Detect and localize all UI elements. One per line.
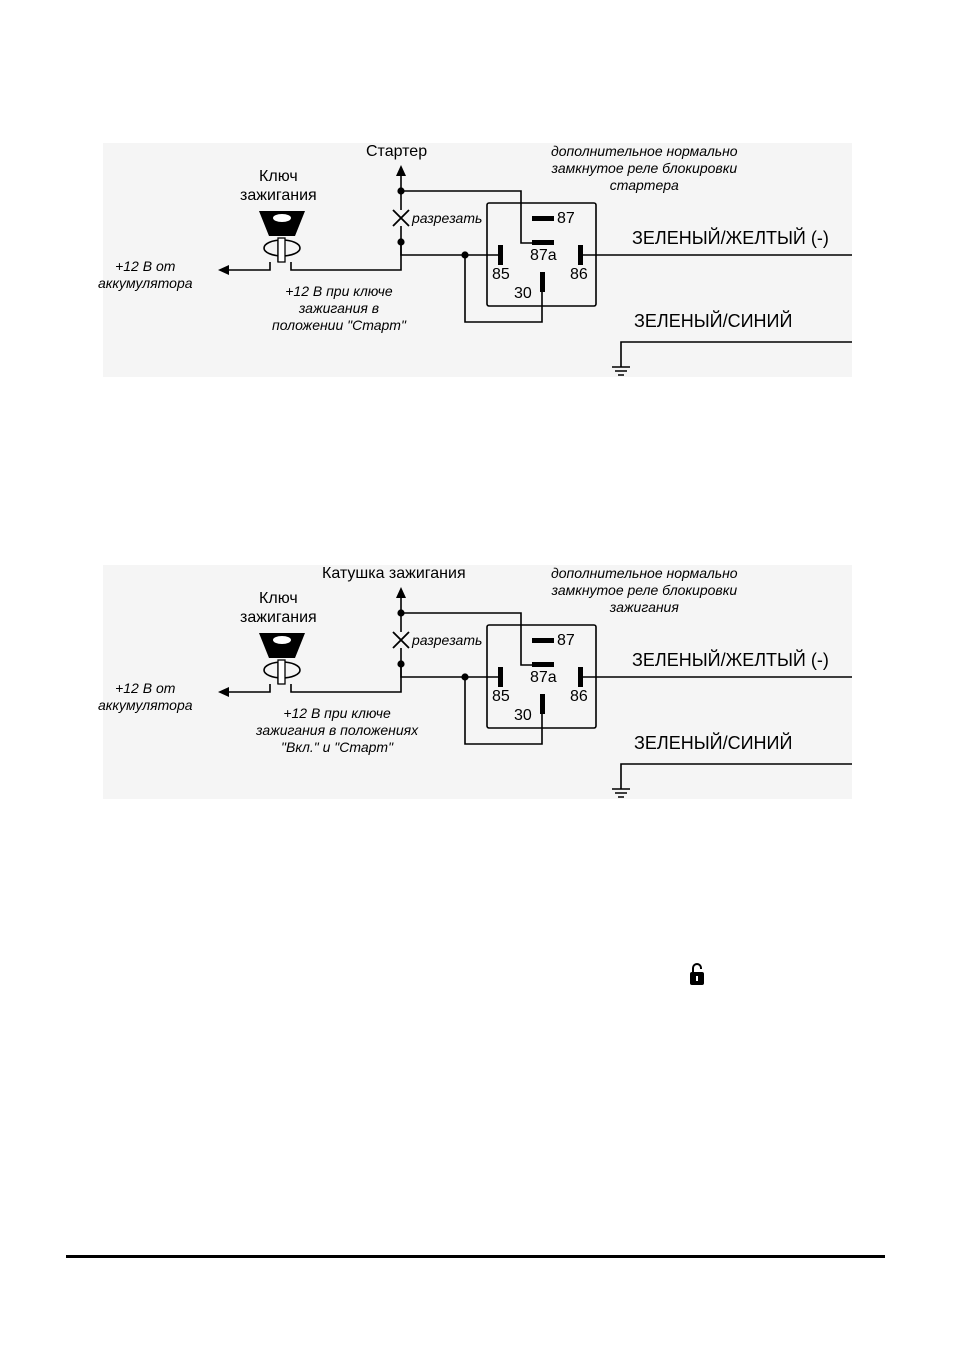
contact-87 xyxy=(532,216,554,221)
battery-label: +12 В от аккумулятора xyxy=(98,680,193,713)
contact-87a xyxy=(532,662,554,667)
key-position-note: +12 В при ключе зажигания в положении "С… xyxy=(272,283,406,333)
battery-arrow xyxy=(218,265,229,275)
green-blue-wire xyxy=(620,341,852,367)
pin-85-label: 85 xyxy=(492,688,510,705)
contact-30 xyxy=(540,272,545,292)
green-blue-wire-label: ЗЕЛЕНЫЙ/СИНИЙ xyxy=(634,733,793,753)
pin-86-label: 86 xyxy=(570,688,588,705)
pin-86-label: 86 xyxy=(570,266,588,283)
target-label: Катушка зажигания xyxy=(322,565,466,582)
pin-85-label: 85 xyxy=(492,266,510,283)
battery-arrow xyxy=(218,687,229,697)
pin-87-label: 87 xyxy=(557,632,575,649)
junction-dot xyxy=(461,673,469,681)
contact-87 xyxy=(532,638,554,643)
pin-87-label: 87 xyxy=(557,210,575,227)
key-ring xyxy=(273,636,291,644)
ignition-key-icon xyxy=(259,211,305,236)
cut-cross xyxy=(392,209,410,227)
contact-86 xyxy=(578,245,583,265)
diagram-background xyxy=(103,143,852,377)
battery-wire xyxy=(228,262,271,271)
green-blue-wire-label: ЗЕЛЕНЫЙ/СИНИЙ xyxy=(634,311,793,331)
ground-symbol xyxy=(612,366,630,376)
relay-note: дополнительное нормально замкнутое реле … xyxy=(551,565,738,615)
contact-85 xyxy=(498,245,503,265)
junction-dot xyxy=(397,187,405,195)
cut-label: разрезать xyxy=(412,210,483,226)
contact-87a xyxy=(532,240,554,245)
key-stem-fill xyxy=(277,237,286,263)
diagram-background xyxy=(103,565,852,799)
target-arrow xyxy=(396,165,406,176)
padlock-icon xyxy=(690,963,704,985)
green-yellow-wire-label: ЗЕЛЕНЫЙ/ЖЕЛТЫЙ (-) xyxy=(632,228,829,248)
relay-87a-wire xyxy=(401,190,534,244)
footer-rule xyxy=(66,1255,885,1258)
key-position-note: +12 В при ключе зажигания в положениях "… xyxy=(256,705,419,755)
key-ring xyxy=(273,214,291,222)
key-stem-fill xyxy=(277,659,286,685)
pin-87a-label: 87a xyxy=(530,247,557,264)
junction-dot xyxy=(397,238,405,246)
ground-symbol xyxy=(612,788,630,798)
key-label: Ключ зажигания xyxy=(240,168,317,204)
relay-85-wire xyxy=(400,664,500,678)
ignition-wire xyxy=(290,242,402,271)
contact-30 xyxy=(540,694,545,714)
green-yellow-wire-label: ЗЕЛЕНЫЙ/ЖЕЛТЫЙ (-) xyxy=(632,650,829,670)
wiring-schematic xyxy=(218,165,852,376)
target-arrow xyxy=(396,587,406,598)
contact-86 xyxy=(578,667,583,687)
ignition-wire xyxy=(290,664,402,693)
battery-label: +12 В от аккумулятора xyxy=(98,258,193,291)
ignition-blocking-diagram: Катушка зажигания Ключ зажигания дополни… xyxy=(0,422,954,842)
junction-dot xyxy=(397,609,405,617)
relay-note: дополнительное нормально замкнутое реле … xyxy=(551,143,738,193)
battery-wire xyxy=(228,684,271,693)
junction-dot xyxy=(461,251,469,259)
target-label: Стартер xyxy=(366,143,428,160)
pin-30-label: 30 xyxy=(514,707,532,724)
pin-87a-label: 87a xyxy=(530,669,557,686)
starter-blocking-diagram: Стартер Ключ зажигания дополнительное но… xyxy=(0,0,954,420)
cut-cross xyxy=(392,631,410,649)
relay-85-wire xyxy=(400,242,500,256)
green-blue-wire xyxy=(620,763,852,789)
ignition-key-icon xyxy=(259,633,305,658)
relay-87a-wire xyxy=(401,612,534,666)
contact-85 xyxy=(498,667,503,687)
key-label: Ключ зажигания xyxy=(240,590,317,626)
wiring-schematic xyxy=(218,587,852,798)
pin-30-label: 30 xyxy=(514,285,532,302)
cut-label: разрезать xyxy=(412,632,483,648)
junction-dot xyxy=(397,660,405,668)
